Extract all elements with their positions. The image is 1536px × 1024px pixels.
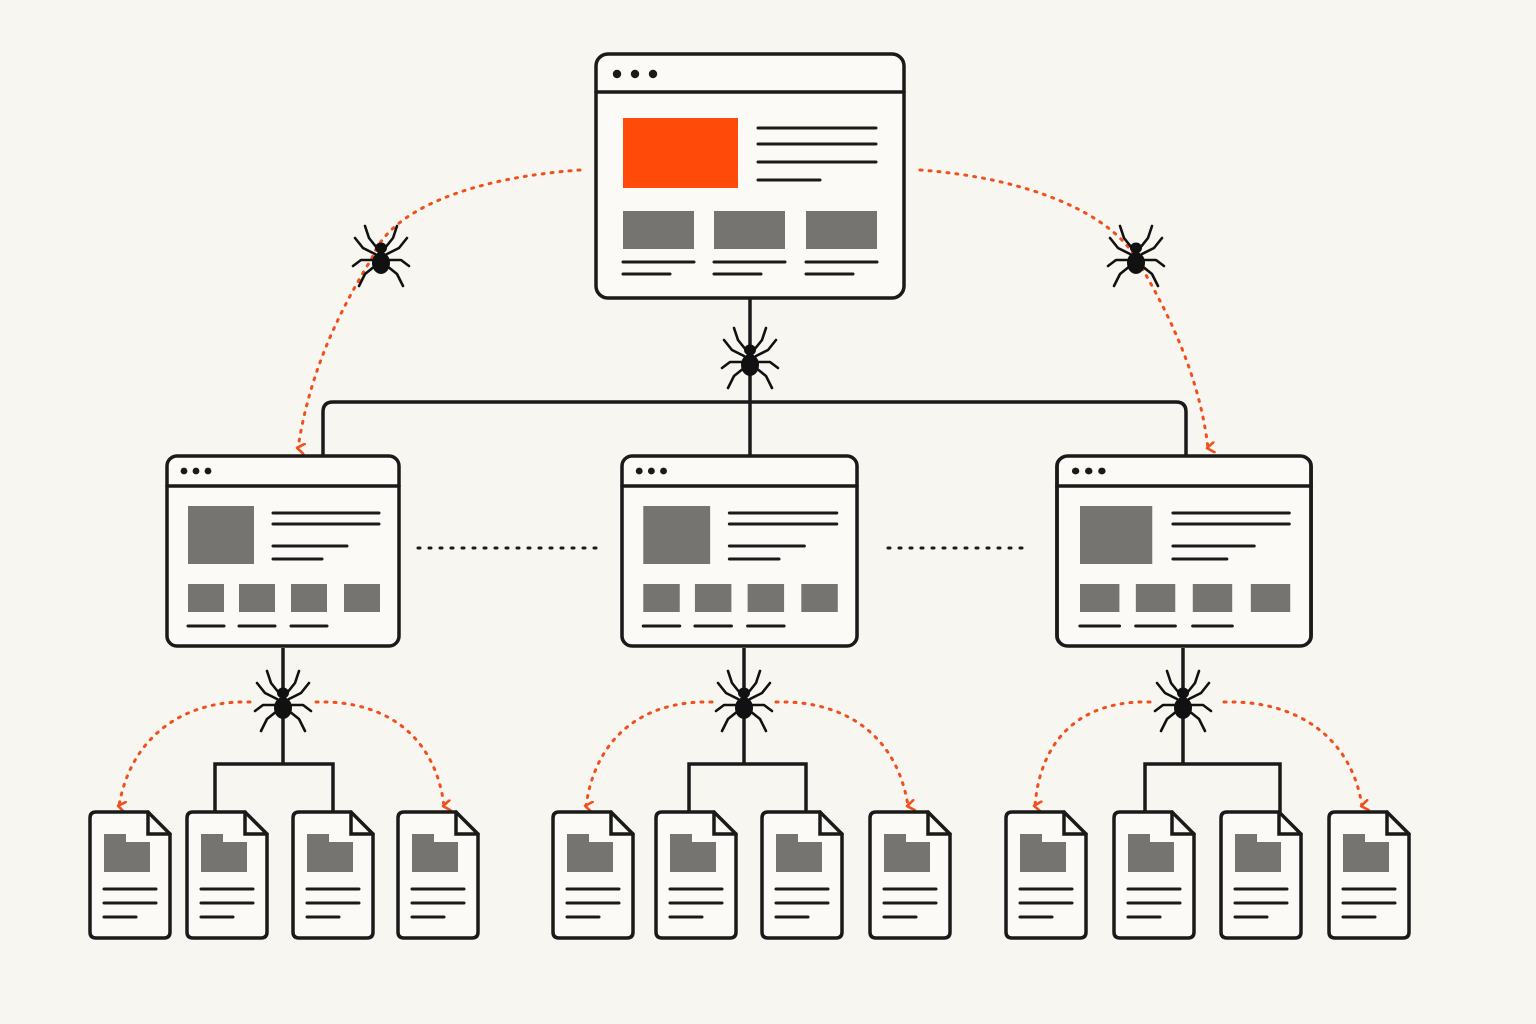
- document-icon: [291, 810, 375, 940]
- document-icon: [868, 810, 952, 940]
- section-page-left: [165, 454, 401, 648]
- crawl-path-right-a: [1035, 700, 1152, 806]
- document-icon: [1327, 810, 1411, 940]
- crawl-path-left-a: [119, 700, 252, 806]
- crawl-path-right-b: [1222, 700, 1362, 806]
- documents-left: [88, 810, 480, 940]
- spider-icon: [351, 224, 411, 288]
- window-dot: [648, 69, 658, 79]
- documents-right: [1004, 810, 1411, 940]
- section-page-right: [1055, 454, 1313, 648]
- crawl-path-root-left: [298, 168, 582, 448]
- crawl-path-root-right: [918, 168, 1208, 448]
- root-hero-highlight: [623, 118, 738, 188]
- crawl-path-center-b: [774, 700, 908, 806]
- crawl-path-center-a: [586, 700, 714, 806]
- crawl-path-left-b: [314, 700, 444, 806]
- document-icon: [654, 810, 738, 940]
- document-icon: [88, 810, 172, 940]
- window-dot: [612, 69, 622, 79]
- documents-center: [551, 810, 952, 940]
- crawl-paths: [119, 168, 1362, 806]
- window-dot: [630, 69, 640, 79]
- document-icon: [1004, 810, 1088, 940]
- section-page-center: [620, 454, 859, 648]
- document-icon: [551, 810, 635, 940]
- document-icon: [185, 810, 269, 940]
- root-page: [594, 52, 906, 300]
- document-icon: [396, 810, 480, 940]
- document-icon: [760, 810, 844, 940]
- document-icon: [1219, 810, 1303, 940]
- document-icon: [1112, 810, 1196, 940]
